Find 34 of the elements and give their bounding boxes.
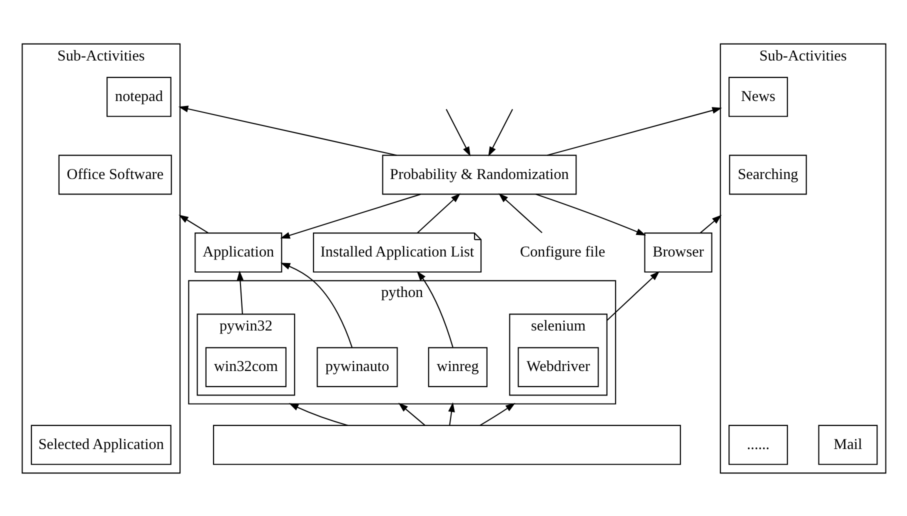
node-box: Browser: [644, 232, 712, 272]
node-box: Selected Application: [30, 424, 171, 464]
node-box: News: [728, 76, 788, 116]
node-box: Searching: [728, 154, 806, 194]
arrow: [178, 105, 396, 156]
arrow: [445, 108, 470, 156]
node-box: Office Software: [58, 154, 172, 194]
arrow: [280, 193, 420, 238]
node-box: notepad: [106, 76, 171, 116]
node-box: win32com: [204, 346, 286, 387]
arrow: [398, 402, 425, 426]
arrow: [178, 214, 208, 233]
arrow: [535, 193, 646, 235]
node-box: pywinauto: [316, 346, 398, 387]
arrow: [416, 192, 460, 233]
arrow: [416, 270, 453, 347]
arrow: [479, 402, 515, 426]
arrow: [700, 214, 722, 233]
node-box: Mail: [818, 424, 878, 464]
node-box: Webdriver: [517, 346, 598, 387]
node-box: Probability & Randomization: [382, 154, 576, 194]
node-box: ......: [728, 424, 788, 464]
arrow: [280, 262, 352, 348]
arrow: [236, 270, 244, 314]
node-box: Application: [194, 232, 282, 272]
node-text: Configure file: [519, 244, 605, 260]
arrow: [488, 108, 513, 156]
arrow: [448, 402, 454, 425]
arrow: [546, 106, 722, 156]
arrow: [498, 192, 542, 233]
arrow: [288, 402, 348, 426]
node-box: winreg: [428, 346, 487, 387]
arrow: [606, 270, 660, 320]
node-box: [212, 424, 680, 464]
